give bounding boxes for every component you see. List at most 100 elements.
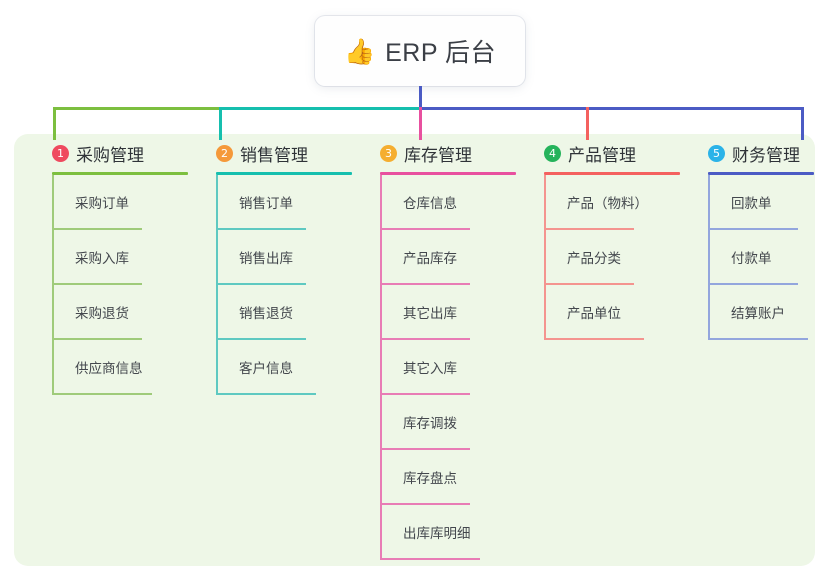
leaf-spine: [708, 175, 710, 340]
diagram-panel: [14, 134, 815, 566]
leaf-item[interactable]: 客户信息: [192, 340, 352, 395]
leaf-item[interactable]: 库存调拨: [356, 395, 516, 450]
leaf-item-label: 采购订单: [75, 196, 129, 211]
number-badge-icon: 5: [708, 144, 725, 162]
bar-segment-blue: [419, 107, 803, 110]
column-title: 产品管理: [568, 145, 636, 165]
leaf-item[interactable]: 产品分类: [520, 230, 680, 285]
leaf-item[interactable]: 产品（物料）: [520, 175, 680, 230]
leaf-item-label: 其它入库: [403, 361, 457, 376]
leaf-item-underline: [52, 338, 142, 340]
leaf-item-underline: [708, 283, 798, 285]
leaf-spine: [544, 175, 546, 340]
column-underline: [216, 172, 352, 175]
leaf-item-underline: [708, 228, 798, 230]
leaf-list: 仓库信息产品库存其它出库其它入库库存调拨库存盘点出库库明细: [356, 175, 516, 560]
column-header-4[interactable]: 4 产品管理: [520, 140, 680, 166]
leaf-item-label: 回款单: [731, 196, 772, 211]
column-header-1[interactable]: 1 采购管理: [28, 140, 188, 166]
leaf-item-label: 其它出库: [403, 306, 457, 321]
column-title: 库存管理: [404, 145, 472, 165]
leaf-item-underline: [544, 283, 634, 285]
leaf-item-underline: [380, 283, 470, 285]
bar-segment-teal: [219, 107, 419, 110]
leaf-item-label: 供应商信息: [75, 361, 143, 376]
column-产品管理: 4 产品管理产品（物料） 产品分类产品单位: [520, 140, 680, 340]
number-badge-icon: 2: [216, 144, 233, 162]
column-underline: [380, 172, 516, 175]
leaf-item-label: 采购退货: [75, 306, 129, 321]
leaf-item-label: 销售订单: [239, 196, 293, 211]
leaf-item[interactable]: 出库库明细: [356, 505, 516, 560]
leaf-list: 采购订单采购入库采购退货供应商信息: [28, 175, 188, 395]
leaf-item-label: 销售出库: [239, 251, 293, 266]
number-badge-icon: 1: [52, 144, 69, 162]
leaf-item-underline: [544, 338, 644, 340]
number-badge-icon: 4: [544, 144, 561, 162]
column-header-2[interactable]: 2 销售管理: [192, 140, 352, 166]
leaf-item[interactable]: 付款单: [684, 230, 814, 285]
leaf-item-label: 库存盘点: [403, 471, 457, 486]
drop-sales: [219, 107, 222, 140]
drop-inventory: [419, 107, 422, 140]
leaf-item-label: 客户信息: [239, 361, 293, 376]
leaf-item-underline: [380, 228, 470, 230]
leaf-item-label: 库存调拨: [403, 416, 457, 431]
leaf-item-underline: [544, 228, 634, 230]
leaf-item-label: 产品单位: [567, 306, 621, 321]
column-underline: [544, 172, 680, 175]
leaf-item-underline: [380, 503, 470, 505]
leaf-item-underline: [380, 558, 480, 560]
leaf-item[interactable]: 采购订单: [28, 175, 188, 230]
leaf-item[interactable]: 销售退货: [192, 285, 352, 340]
leaf-item-label: 付款单: [731, 251, 772, 266]
leaf-item[interactable]: 其它出库: [356, 285, 516, 340]
leaf-item[interactable]: 仓库信息: [356, 175, 516, 230]
leaf-item[interactable]: 其它入库: [356, 340, 516, 395]
leaf-item[interactable]: 供应商信息: [28, 340, 188, 395]
leaf-item-label: 产品（物料）: [567, 196, 648, 211]
leaf-list: 销售订单销售出库销售退货客户信息: [192, 175, 352, 395]
drop-purchasing: [53, 107, 56, 140]
leaf-spine: [380, 175, 382, 560]
leaf-item[interactable]: 销售订单: [192, 175, 352, 230]
column-采购管理: 1 采购管理采购订单采购入库采购退货供应商信息: [28, 140, 188, 395]
leaf-item[interactable]: 库存盘点: [356, 450, 516, 505]
leaf-item-underline: [52, 228, 142, 230]
leaf-item-label: 结算账户: [731, 306, 785, 321]
root-node-title: ERP 后台: [385, 39, 497, 67]
leaf-item-underline: [216, 338, 306, 340]
column-underline: [52, 172, 188, 175]
leaf-item-label: 产品库存: [403, 251, 457, 266]
leaf-item-underline: [380, 448, 470, 450]
column-销售管理: 2 销售管理销售订单销售出库销售退货客户信息: [192, 140, 352, 395]
bar-segment-green: [53, 107, 219, 110]
leaf-item[interactable]: 回款单: [684, 175, 814, 230]
thumbs-up-icon: 👍: [343, 37, 376, 66]
leaf-item-label: 仓库信息: [403, 196, 457, 211]
leaf-item-underline: [380, 338, 470, 340]
leaf-list: 回款单付款单结算账户: [684, 175, 814, 340]
leaf-item[interactable]: 产品单位: [520, 285, 680, 340]
leaf-item-underline: [216, 228, 306, 230]
column-title: 采购管理: [76, 145, 144, 165]
root-node-erp-backend[interactable]: 👍 ERP 后台: [315, 16, 525, 86]
leaf-spine: [216, 175, 218, 395]
leaf-item[interactable]: 产品库存: [356, 230, 516, 285]
column-title: 销售管理: [240, 145, 308, 165]
leaf-item[interactable]: 采购入库: [28, 230, 188, 285]
leaf-item[interactable]: 采购退货: [28, 285, 188, 340]
root-stem: [419, 86, 422, 109]
leaf-item[interactable]: 结算账户: [684, 285, 814, 340]
leaf-item-label: 采购入库: [75, 251, 129, 266]
leaf-list: 产品（物料） 产品分类产品单位: [520, 175, 680, 340]
leaf-item-label: 出库库明细: [403, 526, 471, 541]
leaf-item-underline: [52, 393, 152, 395]
drop-product: [586, 107, 589, 140]
leaf-item[interactable]: 销售出库: [192, 230, 352, 285]
leaf-spine: [52, 175, 54, 395]
